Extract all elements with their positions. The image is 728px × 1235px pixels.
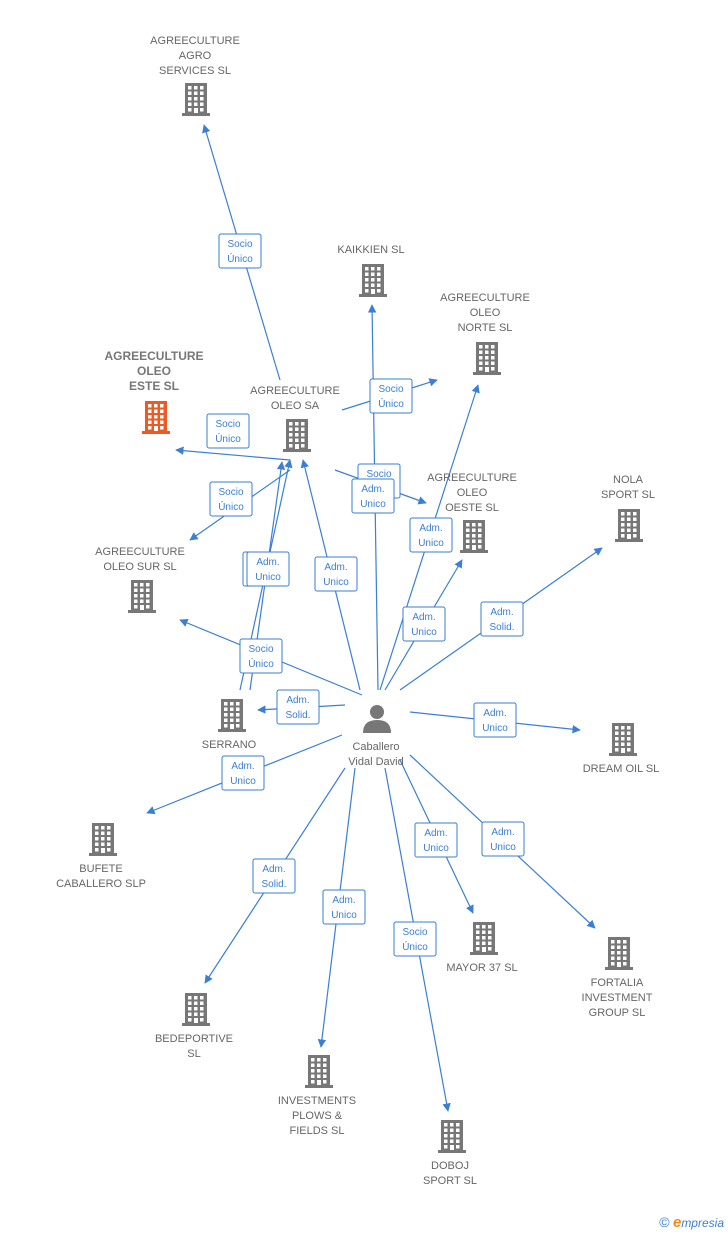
relation-label: Adm.Unico bbox=[331, 895, 357, 921]
relation-badge-r15[interactable]: Adm.Unico bbox=[473, 702, 517, 738]
building-icon bbox=[460, 520, 488, 553]
building-icon bbox=[182, 993, 210, 1026]
relation-badge-r17[interactable]: Adm.Unico bbox=[414, 822, 458, 858]
relation-label: Adm.Unico bbox=[323, 562, 349, 588]
relation-badge-r10[interactable]: Adm.Unico bbox=[402, 606, 446, 642]
relation-badge-r19[interactable]: Adm.Solid. bbox=[252, 858, 296, 894]
relation-label: Adm.Unico bbox=[360, 484, 386, 510]
building-icon bbox=[470, 922, 498, 955]
building-icon bbox=[473, 342, 501, 375]
company-name: KAIKKIEN SL bbox=[337, 244, 404, 256]
building-icon bbox=[609, 723, 637, 756]
company-name: MAYOR 37 SL bbox=[446, 962, 517, 974]
brand-logo-initial: e bbox=[672, 1214, 682, 1231]
relation-label: Adm.Unico bbox=[482, 708, 508, 734]
relation-badge-r20[interactable]: Adm.Unico bbox=[322, 889, 366, 925]
relation-label: Adm.Unico bbox=[411, 612, 437, 638]
building-icon bbox=[128, 580, 156, 613]
building-icon bbox=[605, 937, 633, 970]
building-icon bbox=[359, 264, 387, 297]
building-icon bbox=[305, 1055, 333, 1088]
company-node-kaikkien[interactable]: KAIKKIEN SL bbox=[337, 244, 405, 297]
relation-badge-r13[interactable]: Adm.Unico bbox=[351, 478, 395, 514]
relation-badge-r14[interactable]: Adm.Solid. bbox=[276, 689, 320, 725]
building-icon bbox=[218, 699, 246, 732]
building-icon bbox=[615, 509, 643, 542]
building-icon bbox=[89, 823, 117, 856]
relation-badge-r7[interactable]: Adm.Unico bbox=[246, 551, 290, 587]
company-name: DREAM OIL SL bbox=[583, 763, 660, 775]
brand-footer: © empresia bbox=[659, 1214, 724, 1231]
relation-badge-r16[interactable]: Adm.Unico bbox=[221, 755, 265, 791]
relations-layer: SocioÚnicoSocioÚnicoSocioÚnicoSocioÚnico… bbox=[206, 233, 525, 957]
edge-5 bbox=[175, 446, 291, 461]
relation-badge-r9[interactable]: Adm.Unico bbox=[409, 517, 453, 553]
building-icon bbox=[182, 83, 210, 116]
relation-label: Adm.Solid. bbox=[285, 695, 310, 721]
relation-label: Adm.Unico bbox=[255, 557, 281, 583]
copyright-icon: © bbox=[659, 1214, 670, 1230]
company-node-dreamoil[interactable]: DREAM OIL SL bbox=[583, 723, 660, 775]
relation-label: Adm.Unico bbox=[423, 828, 449, 854]
relation-label: Adm.Solid. bbox=[489, 607, 514, 633]
building-icon bbox=[438, 1120, 466, 1153]
brand-logo-text: mpresia bbox=[681, 1216, 724, 1230]
relation-label: Adm.Unico bbox=[490, 827, 516, 853]
relation-badge-r8[interactable]: Adm.Unico bbox=[314, 556, 358, 592]
relation-label: Adm.Solid. bbox=[261, 864, 286, 890]
relation-badge-r18[interactable]: Adm.Unico bbox=[481, 821, 525, 857]
company-node-serrano[interactable]: SERRANO1 bbox=[202, 699, 257, 766]
building-icon bbox=[283, 419, 311, 452]
building-icon bbox=[142, 401, 170, 434]
person-icon bbox=[363, 705, 391, 733]
company-node-mayor[interactable]: MAYOR 37 SL bbox=[446, 922, 518, 974]
relation-badge-r11[interactable]: Adm.Solid. bbox=[480, 601, 524, 637]
relation-label: Adm.Unico bbox=[230, 761, 256, 787]
relation-label: Adm.Unico bbox=[418, 523, 444, 549]
